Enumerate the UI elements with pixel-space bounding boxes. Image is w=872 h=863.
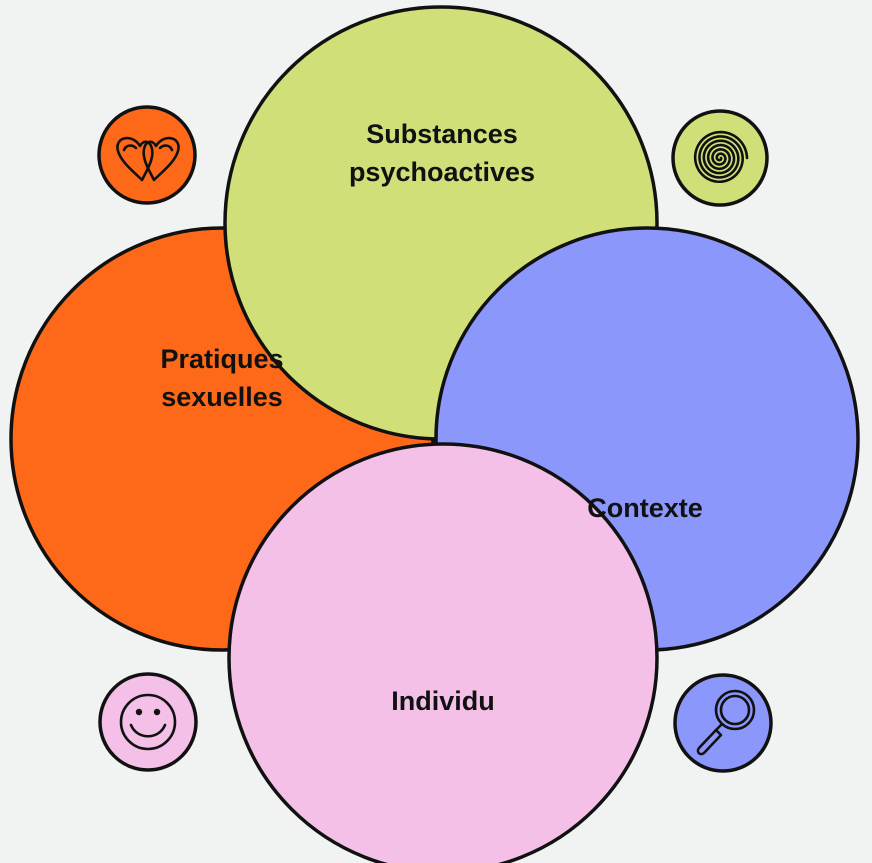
circle-individu <box>227 442 659 863</box>
two-hearts-icon <box>97 105 197 205</box>
smiley-icon <box>98 672 198 772</box>
magnifier-icon <box>673 673 773 773</box>
label-contexte: Contexte <box>587 493 703 523</box>
spiral-icon <box>671 109 769 207</box>
label-substances-line2: psychoactives <box>349 157 535 187</box>
label-substances-line1: Substances <box>366 119 518 149</box>
label-pratiques-line2: sexuelles <box>161 382 283 412</box>
label-pratiques-line1: Pratiques <box>160 344 283 374</box>
label-individu: Individu <box>391 686 495 716</box>
